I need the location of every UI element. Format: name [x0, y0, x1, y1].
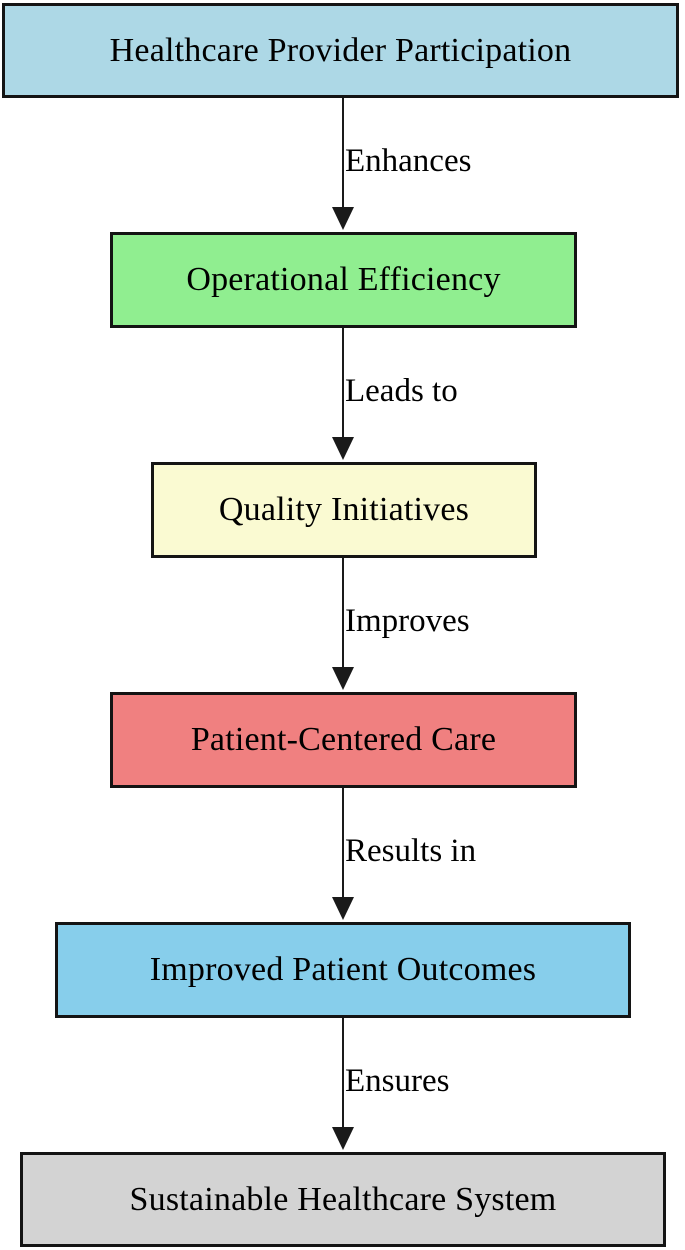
node-label: Healthcare Provider Participation	[109, 31, 572, 69]
node-label: Quality Initiatives	[218, 491, 470, 528]
edge-label-improves: Improves	[345, 603, 470, 639]
arrow-down-icon	[332, 207, 354, 230]
edge-label-results-in: Results in	[345, 833, 477, 869]
edge-line-improves	[342, 558, 344, 670]
node-patient-centered-care[interactable]: Patient-Centered Care	[110, 692, 577, 788]
node-healthcare-provider-participation[interactable]: Healthcare Provider Participation	[2, 3, 679, 98]
node-label: Sustainable Healthcare System	[129, 1180, 557, 1218]
arrow-down-icon	[332, 1127, 354, 1150]
edge-line-enhances	[342, 98, 344, 210]
arrow-down-icon	[332, 437, 354, 460]
node-operational-efficiency[interactable]: Operational Efficiency	[110, 232, 577, 328]
edge-label-ensures: Ensures	[345, 1063, 450, 1099]
node-quality-initiatives[interactable]: Quality Initiatives	[151, 462, 537, 558]
arrow-down-icon	[332, 667, 354, 690]
edge-line-leads-to	[342, 328, 344, 440]
node-improved-patient-outcomes[interactable]: Improved Patient Outcomes	[55, 922, 631, 1018]
edge-line-ensures	[342, 1018, 344, 1130]
node-label: Patient-Centered Care	[190, 721, 497, 758]
node-label: Improved Patient Outcomes	[149, 951, 537, 988]
arrow-down-icon	[332, 897, 354, 920]
node-label: Operational Efficiency	[186, 261, 501, 298]
edge-label-enhances: Enhances	[345, 143, 472, 179]
edge-label-leads-to: Leads to	[345, 373, 458, 409]
node-sustainable-healthcare-system[interactable]: Sustainable Healthcare System	[20, 1152, 666, 1247]
edge-line-results-in	[342, 788, 344, 900]
